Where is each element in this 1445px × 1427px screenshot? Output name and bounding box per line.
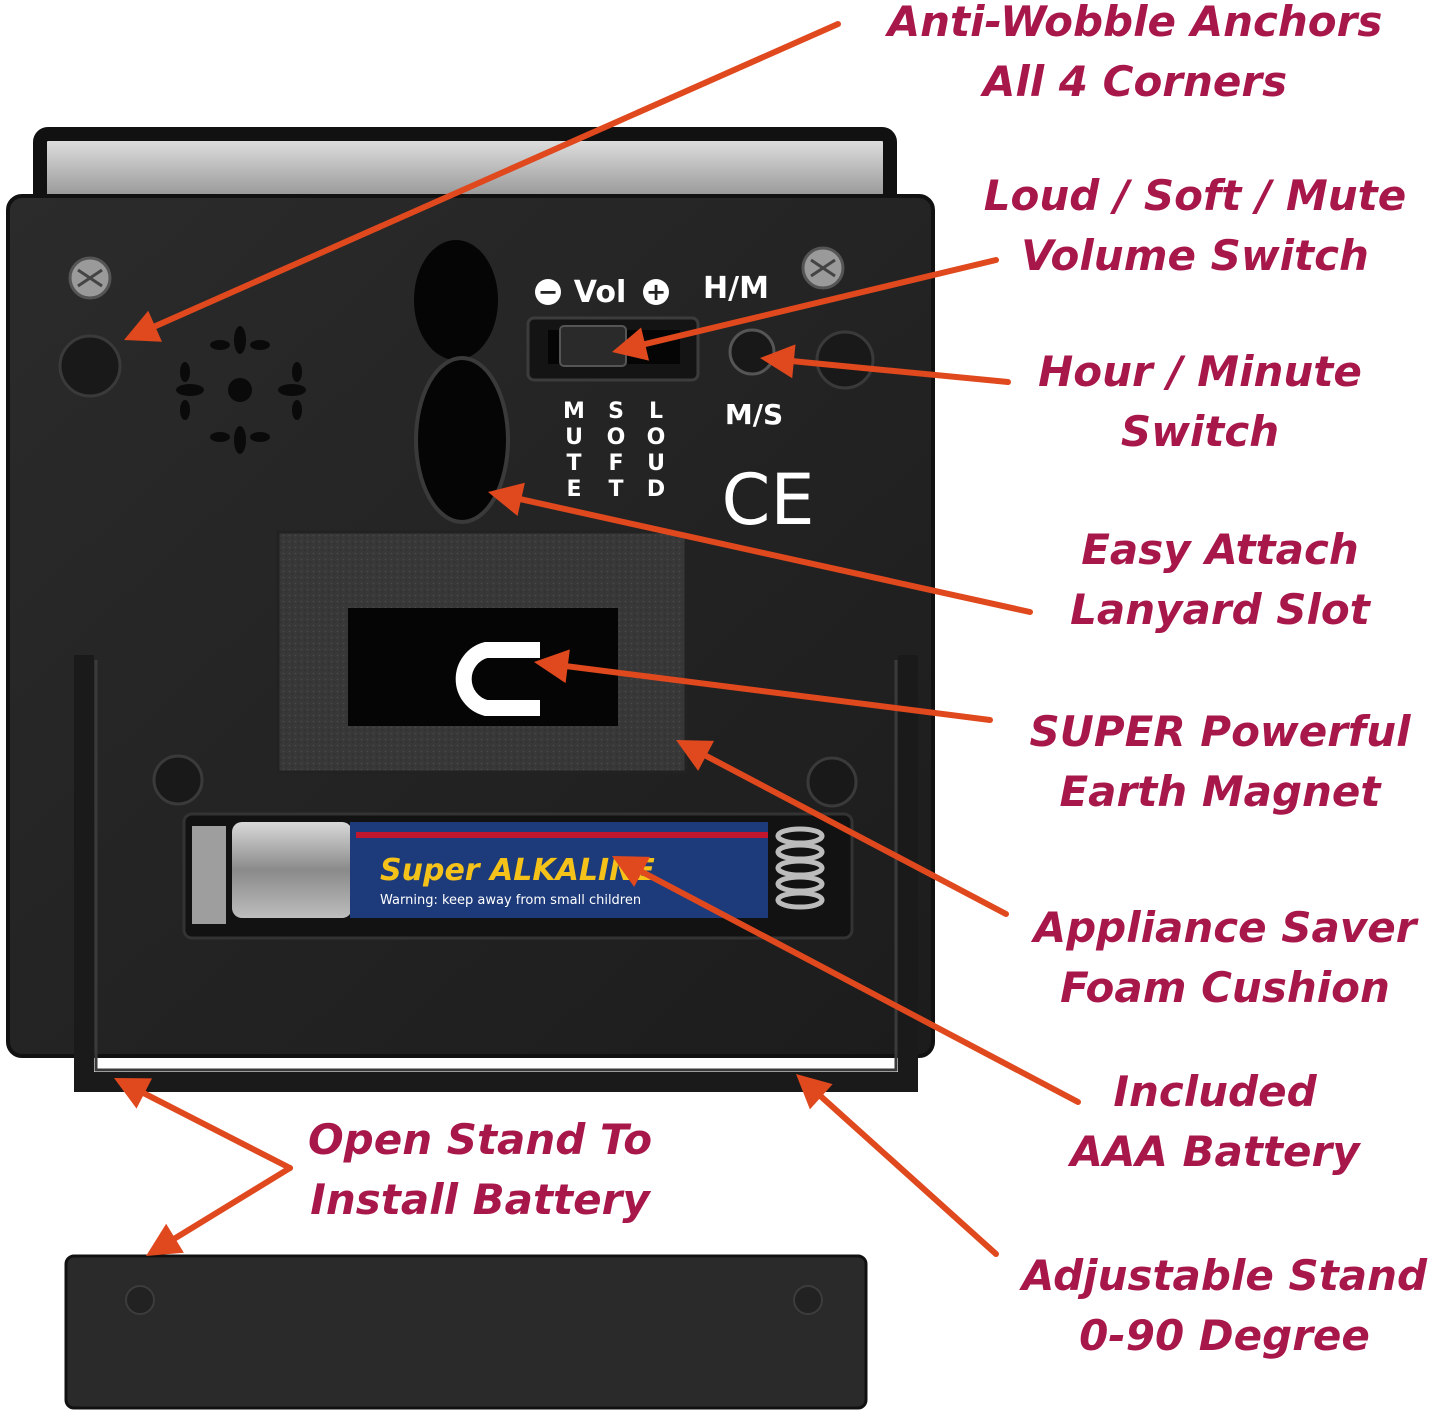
callout-hour-minute: Hour / Minute Switch — [1038, 347, 1362, 456]
anchor-foot-top-left — [58, 334, 122, 398]
callout-open-stand: Open Stand To Install Battery — [307, 1115, 653, 1224]
lanyard-slot-upper — [414, 240, 498, 360]
screw-left — [68, 256, 112, 300]
callout-battery: Included AAA Battery — [1070, 1067, 1360, 1176]
battery-brand: Super ALKALINE — [380, 853, 655, 888]
arrow-open-stand-top — [114, 1078, 293, 1171]
hour-minute-button[interactable] — [728, 328, 776, 376]
arrow-battery — [612, 856, 1081, 1105]
callout-volume-switch: Loud / Soft / Mute Volume Switch — [983, 171, 1407, 280]
vol-label: Vol — [574, 275, 626, 310]
arrow-hour-minute — [760, 344, 1011, 385]
ce-mark: CE — [721, 459, 814, 541]
callout-adjustable-stand: Adjustable Stand 0-90 Degree — [1021, 1251, 1428, 1360]
callout-lanyard-slot: Easy Attach Lanyard Slot — [1070, 525, 1370, 634]
anchor-foot-bottom-right — [806, 756, 858, 808]
arrow-open-stand-bottom — [146, 1165, 293, 1256]
battery-spring-icon — [775, 826, 825, 910]
arrow-lanyard-slot — [488, 482, 1033, 615]
arrow-volume-switch — [612, 257, 999, 361]
vol-plus-glyph: + — [646, 278, 666, 306]
callout-arrows — [114, 21, 1081, 1257]
battery-contact-left — [192, 826, 226, 924]
vol-plus-badge — [643, 279, 669, 305]
hm-label: H/M — [703, 271, 769, 306]
arrow-anchors — [124, 21, 841, 342]
arrow-adjustable-stand — [796, 1074, 999, 1257]
vol-minus-glyph: − — [538, 278, 558, 306]
speaker-grille-icon — [176, 326, 306, 454]
magnet-icon — [455, 642, 540, 716]
callout-magnet: SUPER Powerful Earth Magnet — [1029, 707, 1411, 816]
top-bezel — [33, 127, 897, 211]
volume-switch[interactable] — [526, 316, 700, 382]
detached-stand-bar — [64, 1254, 868, 1410]
screw-right — [801, 246, 845, 290]
callout-anchors: Anti-Wobble Anchors All 4 Corners — [887, 0, 1383, 106]
ms-label: M/S — [725, 398, 783, 431]
arrow-magnet — [534, 649, 993, 723]
arrow-foam-cushion — [676, 740, 1009, 917]
callout-foam-cushion: Appliance Saver Foam Cushion — [1033, 903, 1417, 1012]
battery-warning: Warning: keep away from small children — [380, 893, 641, 908]
anchor-foot-top-right — [815, 330, 875, 390]
lanyard-slot-lower — [414, 356, 510, 524]
anchor-foot-bottom-left — [152, 754, 204, 806]
adjustable-stand[interactable] — [74, 655, 918, 1092]
vol-minus-badge — [535, 279, 561, 305]
